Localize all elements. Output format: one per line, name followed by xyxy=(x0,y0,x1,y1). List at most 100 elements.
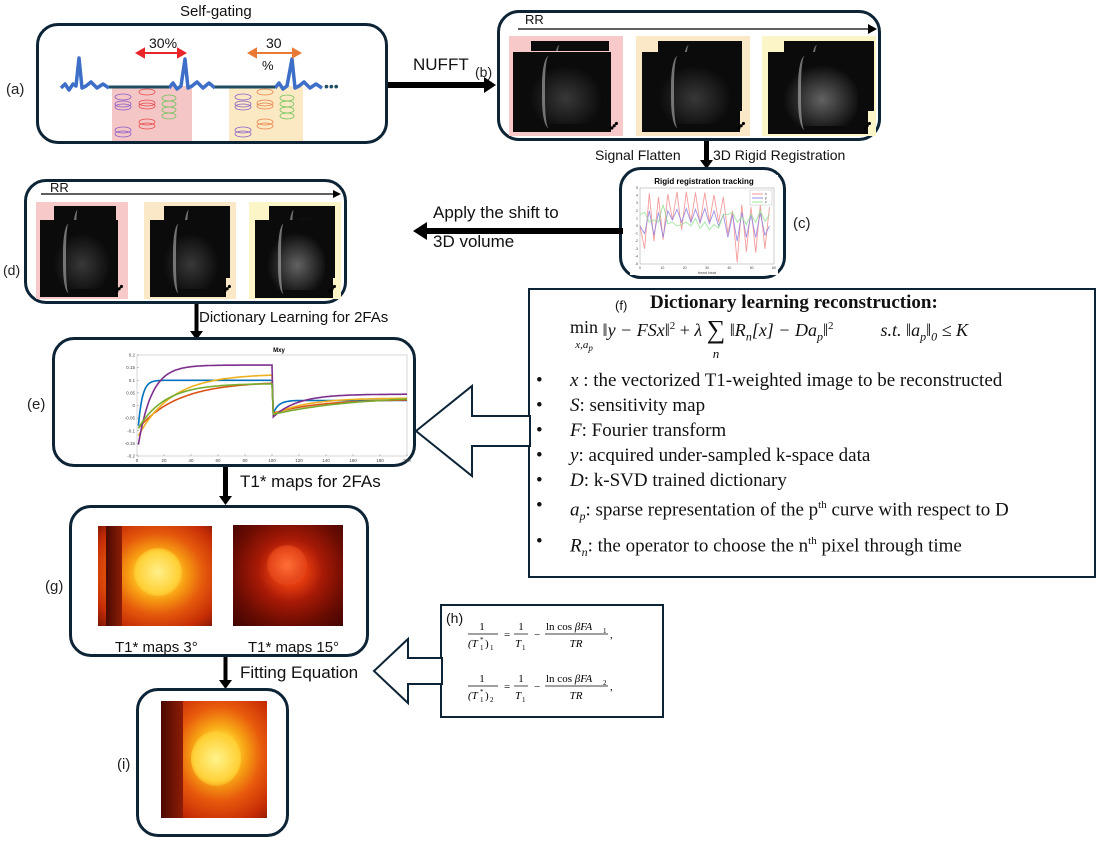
mri-image xyxy=(513,52,611,132)
svg-text:1: 1 xyxy=(480,644,484,652)
y-tick-label: 1 xyxy=(636,216,638,220)
y-tick-label: -0.15 xyxy=(125,441,136,446)
x-tick-label: 200 xyxy=(403,458,411,463)
rr-axis-arrow-b xyxy=(518,24,877,34)
definition-rn: Rn: the operator to choose the nth pixel… xyxy=(530,529,1009,565)
mri-image xyxy=(642,52,740,132)
x-tick-label: 50 xyxy=(750,266,754,270)
y-tick-label: 0 xyxy=(636,224,638,228)
y-tick-label: 4 xyxy=(636,194,638,198)
dictionary-learning-label: Dictionary Learning for 2FAs xyxy=(199,309,389,326)
y-tick-label: 0.1 xyxy=(129,378,136,383)
panel-b-images: RR ••• ••• ••• xyxy=(497,10,881,141)
legend-box xyxy=(749,189,773,206)
definition-d: D: k-SVD trained dictionary xyxy=(530,468,1009,493)
image-stack-2: ••• xyxy=(636,36,750,136)
x-tick-label: 20 xyxy=(683,266,687,270)
x-tick-label: 140 xyxy=(322,458,330,463)
svg-text:1: 1 xyxy=(518,621,524,633)
svg-text:*: * xyxy=(480,636,484,644)
definition-text: : Fourier transform xyxy=(581,420,727,441)
x-tick-label: 40 xyxy=(727,266,731,270)
definition-text: : sparse representation of the p xyxy=(585,499,819,521)
symbol: S xyxy=(570,395,580,416)
apply-shift-label-line1: Apply the shift to xyxy=(433,203,559,222)
symbol: D xyxy=(570,470,584,491)
mxy-chart-title: Mxy xyxy=(273,348,285,354)
definition-s: S: sensitivity map xyxy=(530,393,1009,418)
panel-g-t1-maps: T1* maps 3° T1* maps 15° xyxy=(69,505,369,657)
y-tick-label: 5 xyxy=(636,186,638,190)
svg-text:1: 1 xyxy=(522,696,526,704)
definition-text: curve with respect to D xyxy=(826,499,1009,521)
panel-f-label: (f) xyxy=(615,298,628,313)
legend-label-x: x xyxy=(765,192,767,196)
image-stack-2: ••• xyxy=(144,202,236,299)
definition-ap: ap: sparse representation of the pth cur… xyxy=(530,493,1009,529)
image-stack-1: ••• xyxy=(36,202,128,299)
series-line-x xyxy=(639,191,770,263)
x-tick-label: 120 xyxy=(295,458,303,463)
t1-maps-arrow xyxy=(219,467,232,505)
y-tick-label: -0.2 xyxy=(127,454,135,459)
svg-text:,: , xyxy=(610,681,613,693)
gating-window-1 xyxy=(112,86,192,141)
image-stack-3: ••• xyxy=(249,202,341,299)
panel-d-registered-images: RR ••• ••• ••• xyxy=(24,179,347,304)
svg-text:2: 2 xyxy=(490,696,494,704)
apply-shift-arrow xyxy=(413,222,623,240)
panel-c-label: (c) xyxy=(793,215,811,232)
mri-image xyxy=(255,220,333,298)
x-tick-label: 30 xyxy=(705,266,709,270)
svg-text:TR: TR xyxy=(570,638,583,650)
svg-text:1: 1 xyxy=(479,621,485,633)
window1-percent: 30% xyxy=(149,35,178,51)
dictionary-learning-arrow xyxy=(190,304,203,340)
y-tick-label: 0 xyxy=(132,403,135,408)
definition-text: pixel through time xyxy=(816,535,962,557)
flatten-arrow xyxy=(700,141,713,169)
y-tick-label: 0.2 xyxy=(129,353,136,358)
symbol-subscript: p xyxy=(579,509,586,524)
symbol: a xyxy=(570,499,580,521)
rigid-registration-label: 3D Rigid Registration xyxy=(713,147,846,163)
final-t1-map xyxy=(161,701,267,818)
y-tick-label: -5 xyxy=(635,262,638,266)
x-tick-label: 100 xyxy=(268,458,276,463)
definition-f: F: Fourier transform xyxy=(530,418,1009,443)
x-tick-label: 80 xyxy=(242,458,248,463)
x-tick-label: 0 xyxy=(639,266,641,270)
panel-a-self-gating: ••• 30% 30 % xyxy=(36,23,388,144)
image-stack-1: ••• xyxy=(509,36,623,136)
y-tick-label: -4 xyxy=(635,254,638,258)
definition-y: y: acquired under-sampled k-space data xyxy=(530,443,1009,468)
series-line-z xyxy=(639,204,770,231)
svg-text:(T: (T xyxy=(468,690,479,702)
panel-f-title: Dictionary learning reconstruction: xyxy=(650,292,938,313)
svg-text:(T: (T xyxy=(468,638,479,650)
y-tick-label: -3 xyxy=(635,247,638,251)
svg-text:1: 1 xyxy=(490,644,494,652)
y-tick-label: -0.05 xyxy=(125,416,136,421)
definition-text: : acquired under-sampled k-space data xyxy=(578,445,871,466)
x-tick-label: 40 xyxy=(188,458,194,463)
y-tick-label: -0.1 xyxy=(127,428,135,433)
svg-text:=: = xyxy=(504,681,510,693)
ecg-trace xyxy=(59,56,323,92)
self-gating-title: Self-gating xyxy=(180,3,252,20)
rr-axis-arrow-d xyxy=(41,190,341,198)
t1-map-15deg-caption: T1* maps 15° xyxy=(248,639,340,656)
rr-axis-label-d: RR xyxy=(50,180,69,195)
window2-double-arrow xyxy=(246,47,303,59)
series-line-y xyxy=(639,207,770,242)
f-to-e-hollow-arrow xyxy=(414,383,531,479)
chart-legend: xyz xyxy=(749,189,773,206)
rr-axis-label-b: RR xyxy=(525,12,544,27)
svg-text:T: T xyxy=(515,638,522,650)
ecg-continuation-dots: ••• xyxy=(324,78,339,94)
x-axis-label: heart beat xyxy=(698,270,717,275)
svg-text:1: 1 xyxy=(479,673,485,685)
symbol: R xyxy=(570,535,582,557)
